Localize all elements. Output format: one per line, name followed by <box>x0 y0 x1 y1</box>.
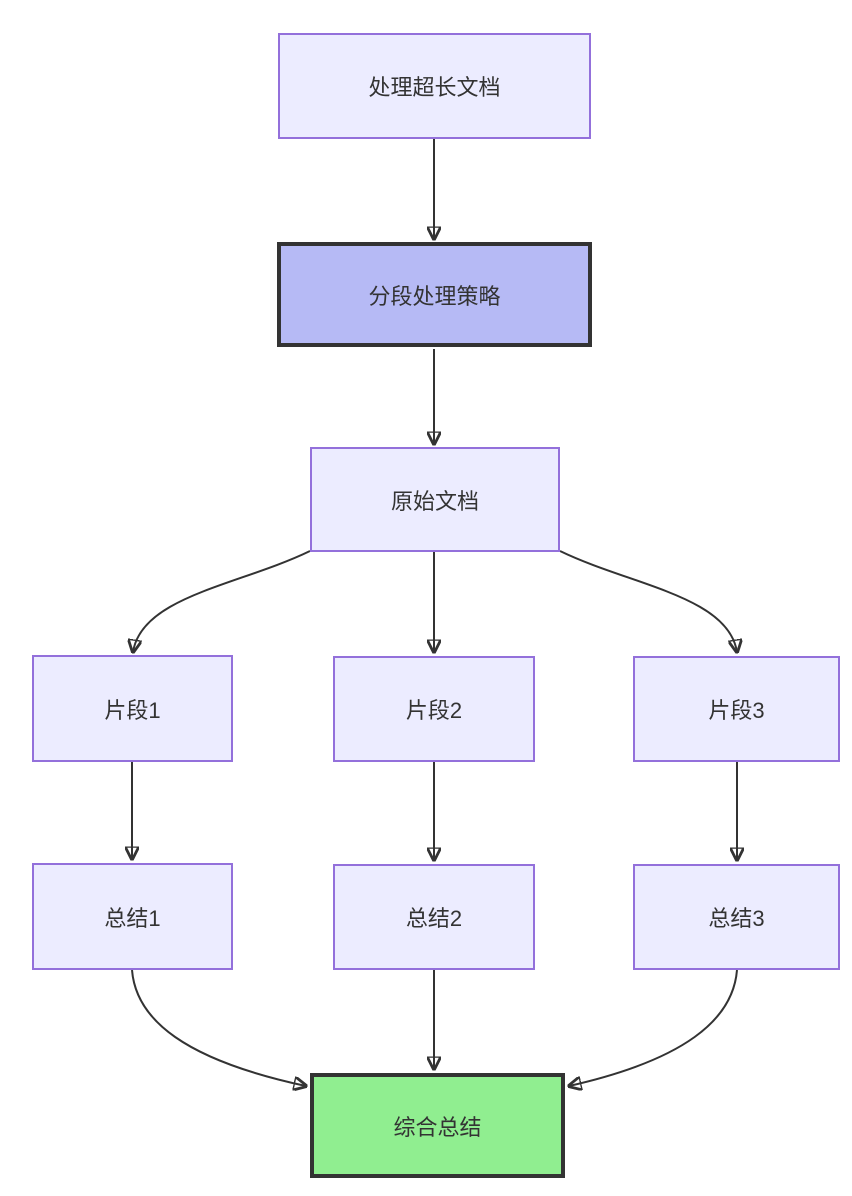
node-summary-3: 总结3 <box>633 864 840 970</box>
node-fragment-3: 片段3 <box>633 656 840 762</box>
node-original-document: 原始文档 <box>310 447 560 552</box>
edge-sum1-final <box>131 969 306 1086</box>
node-segmented-processing-strategy: 分段处理策略 <box>277 242 592 347</box>
node-fragment-2: 片段2 <box>333 656 535 762</box>
node-summary-1: 总结1 <box>32 863 233 970</box>
edge-original-frag3 <box>559 550 737 652</box>
node-summary-2: 总结2 <box>333 864 535 970</box>
node-label: 综合总结 <box>393 1114 482 1140</box>
node-process-long-document: 处理超长文档 <box>278 33 591 139</box>
edge-original-frag1 <box>133 550 311 652</box>
node-combined-summary: 综合总结 <box>310 1073 565 1178</box>
edge-sum3-final <box>569 969 738 1086</box>
node-label: 片段1 <box>104 697 161 723</box>
node-label: 总结3 <box>708 906 765 931</box>
node-label: 总结2 <box>405 906 463 931</box>
node-label: 片段2 <box>405 698 463 723</box>
node-label: 总结1 <box>104 905 161 931</box>
node-label: 原始文档 <box>390 488 479 514</box>
node-label: 片段3 <box>708 698 765 723</box>
node-fragment-1: 片段1 <box>32 655 233 762</box>
node-label: 处理超长文档 <box>368 75 501 100</box>
node-label: 分段处理策略 <box>368 283 501 309</box>
